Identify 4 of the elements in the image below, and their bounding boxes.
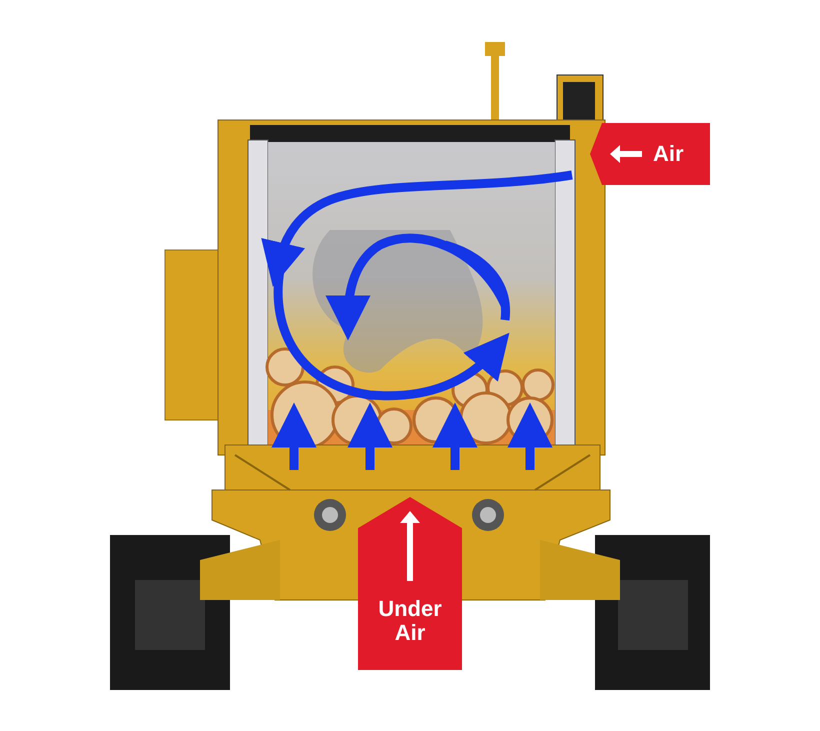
callout-tag [590,123,710,185]
callout-tag [358,497,462,670]
tag-label: Under Air [377,597,443,646]
tag-label: Air [653,141,684,167]
